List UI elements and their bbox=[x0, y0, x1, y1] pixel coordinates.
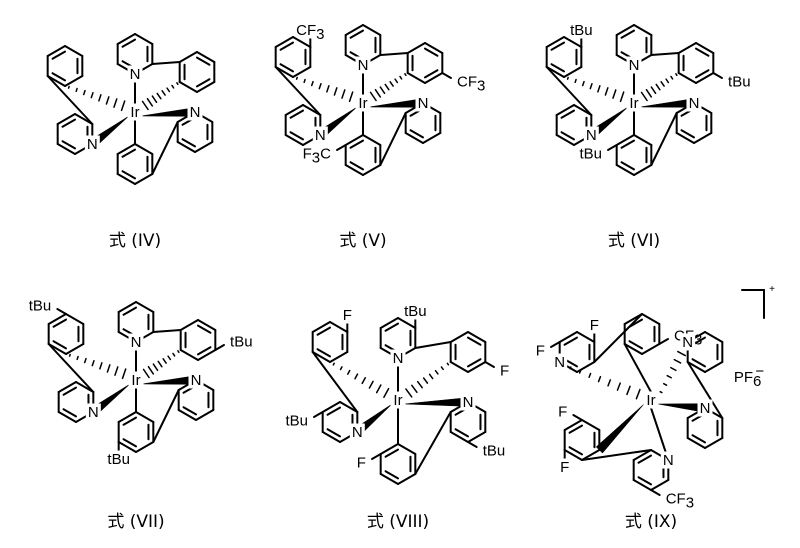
cf3-substituent: CF3 bbox=[296, 22, 324, 43]
nitrogen-label: N bbox=[131, 334, 142, 351]
phenyl-ring-top-right bbox=[178, 51, 216, 93]
iridium-label: Ir bbox=[646, 392, 655, 409]
nitrogen-label: N bbox=[358, 57, 369, 74]
nitrogen-label: N bbox=[463, 394, 474, 411]
fluorine-substituent: F bbox=[343, 307, 352, 324]
tbu-substituent: tBu bbox=[579, 146, 602, 163]
hashed-bond bbox=[405, 362, 450, 398]
pyridine-ring-lower-left bbox=[56, 113, 94, 155]
wedge-bond bbox=[403, 397, 469, 407]
structure-6: FFCF3FFCF3NNNNIr+PF6−式 (IX) bbox=[535, 284, 775, 532]
caption: 式 (VII) bbox=[107, 512, 164, 532]
fluorophenyl-ring-upper-left bbox=[311, 321, 349, 363]
structure-3: N N N Ir tBu tBu tBu 式 (VI) bbox=[545, 21, 753, 251]
nitrogen-label: N bbox=[88, 404, 99, 421]
phenyl-ring-upper-left bbox=[545, 36, 583, 78]
nitrogen-label: N bbox=[315, 127, 326, 144]
iridium-label: Ir bbox=[393, 392, 402, 409]
tbu-substituent: tBu bbox=[230, 334, 253, 351]
nitrogen-label: N bbox=[663, 452, 674, 469]
nitrogen-label: N bbox=[352, 424, 363, 441]
difluorophenyl-ring-lower bbox=[563, 419, 601, 461]
hashed-bond bbox=[566, 76, 625, 103]
tbu-substituent: tBu bbox=[404, 303, 427, 320]
fluorine-substituent: F bbox=[560, 459, 569, 476]
hashed-bond bbox=[569, 366, 641, 400]
caption: 式 (VIII) bbox=[367, 512, 429, 532]
hashed-bond bbox=[369, 73, 407, 102]
structure-4: N N N Ir tBu tBu tBu 式 (VII) bbox=[26, 297, 255, 532]
nitrogen-label: N bbox=[682, 334, 693, 351]
wedge-bond bbox=[141, 375, 197, 385]
phenyl-ring-bottom bbox=[615, 134, 653, 176]
fluorine-substituent: F bbox=[558, 404, 567, 421]
tbu-substituent: tBu bbox=[483, 443, 506, 460]
nitrogen-label: N bbox=[87, 136, 98, 153]
fluorophenyl-ring-bottom bbox=[379, 443, 417, 485]
phenyl-ring-bottom bbox=[344, 134, 382, 176]
iridium-label: Ir bbox=[131, 372, 140, 389]
hashed-bond bbox=[295, 76, 354, 103]
hashed-bond bbox=[141, 82, 179, 111]
nitrogen-label: N bbox=[393, 350, 404, 367]
hashed-bond bbox=[68, 353, 127, 380]
phenyl-ring-top-right bbox=[179, 319, 217, 361]
charge-sign: + bbox=[769, 284, 775, 295]
phenyl-ring-upper bbox=[623, 313, 661, 355]
caption: 式 (IX) bbox=[625, 512, 677, 532]
pyridine-ring-lower-left bbox=[57, 381, 95, 423]
tbu-substituent: tBu bbox=[107, 451, 130, 468]
wedge-bond bbox=[639, 98, 695, 108]
counterion-label: PF6− bbox=[734, 363, 765, 390]
nitrogen-label: N bbox=[191, 372, 202, 389]
fluorine-substituent: F bbox=[500, 363, 509, 380]
caption: 式 (VI) bbox=[608, 231, 660, 251]
tbu-substituent: tBu bbox=[728, 74, 751, 91]
phenyl-ring-bottom bbox=[117, 411, 155, 453]
nitrogen-label: N bbox=[629, 57, 640, 74]
tbu-substituent: tBu bbox=[29, 298, 52, 315]
phenyl-ring-upper-left bbox=[47, 313, 85, 355]
pyridine-ring-bottom bbox=[632, 449, 670, 491]
phenyl-ring-bottom bbox=[116, 143, 154, 185]
nitrogen-label: N bbox=[700, 400, 711, 417]
structure-1: N N N Ir 式 (IV) bbox=[46, 33, 216, 251]
iridium-label: Ir bbox=[358, 95, 367, 112]
phenyl-ring-upper-left bbox=[46, 45, 84, 87]
hashed-bond bbox=[67, 85, 126, 112]
cf3-substituent: F3C bbox=[303, 146, 332, 167]
nitrogen-label: N bbox=[190, 104, 201, 121]
wedge-bond bbox=[368, 98, 424, 108]
nitrogen-label: N bbox=[130, 66, 141, 83]
cf3-substituent: CF3 bbox=[666, 491, 694, 512]
phenyl-ring-upper-left bbox=[274, 36, 312, 78]
fluorine-substituent: F bbox=[590, 317, 599, 334]
iridium-label: Ir bbox=[629, 95, 638, 112]
hashed-bond bbox=[332, 362, 390, 398]
tbu-substituent: tBu bbox=[570, 22, 593, 39]
hashed-bond bbox=[142, 350, 180, 379]
nitrogen-label: N bbox=[554, 354, 565, 371]
cf3-substituent: CF3 bbox=[457, 74, 485, 95]
wedge-bond bbox=[595, 403, 645, 454]
fluorophenyl-ring-top-right bbox=[449, 331, 487, 373]
iridium-label: Ir bbox=[130, 104, 139, 121]
fluorine-substituent: F bbox=[536, 343, 545, 360]
phenyl-ring-top-right bbox=[677, 42, 715, 84]
caption: 式 (V) bbox=[339, 231, 386, 251]
hashed-bond bbox=[640, 73, 678, 102]
nitrogen-label: N bbox=[418, 95, 429, 112]
wedge-bond bbox=[140, 107, 196, 117]
nitrogen-label: N bbox=[689, 95, 700, 112]
fluorine-substituent: F bbox=[357, 455, 366, 472]
caption: 式 (IV) bbox=[109, 231, 161, 251]
phenyl-ring-top-right bbox=[406, 42, 444, 84]
nitrogen-label: N bbox=[586, 127, 597, 144]
tbu-substituent: tBu bbox=[285, 413, 308, 430]
